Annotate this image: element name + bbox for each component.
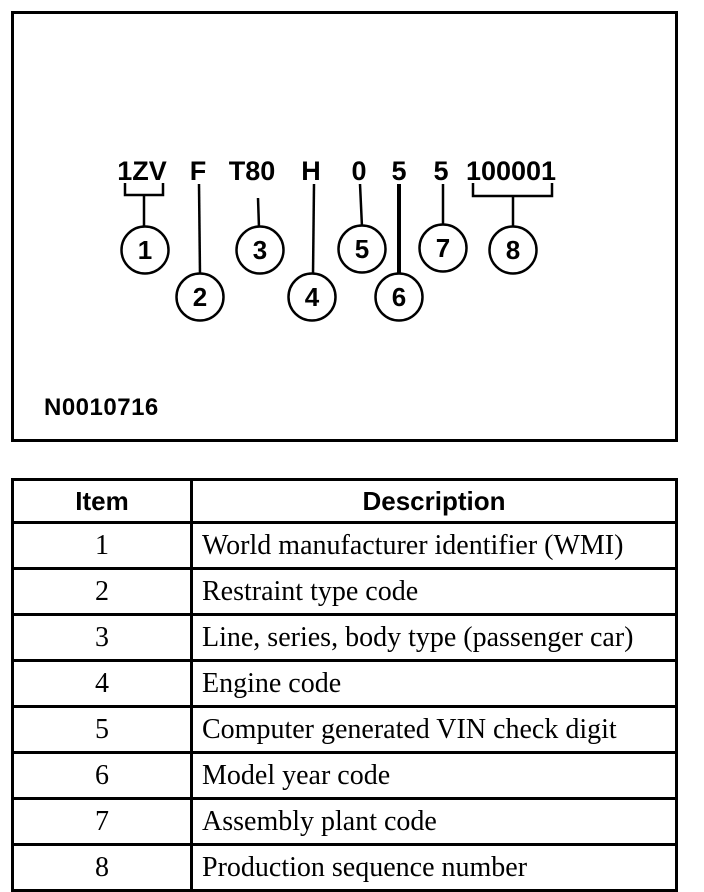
item-number: 3 <box>11 613 193 662</box>
column-header-description: Description <box>190 478 678 524</box>
vin-figure-frame <box>11 11 678 442</box>
callout-number-1: 1 <box>138 235 152 265</box>
table-row: 5 Computer generated VIN check digit <box>11 705 678 754</box>
item-number: 8 <box>11 843 193 892</box>
item-number: 4 <box>11 659 193 708</box>
callout-circle-1 <box>120 225 170 275</box>
callout-circle-8 <box>488 225 538 275</box>
vin-segment-wmi: 1ZV <box>117 156 167 186</box>
item-description: Computer generated VIN check digit <box>190 705 678 754</box>
callout-number-3: 3 <box>253 235 267 265</box>
vin-breakdown-diagram: 1ZV F T80 H 0 5 5 100001 1 2 3 4 5 6 <box>117 156 556 322</box>
connector-item-3 <box>256 197 261 229</box>
figure-reference-number: N0010716 <box>44 394 159 421</box>
item-number: 7 <box>11 797 193 846</box>
callout-number-2: 2 <box>193 282 207 312</box>
connector-item-2 <box>197 183 202 276</box>
callout-circle-4 <box>287 272 337 322</box>
table-row: 4 Engine code <box>11 659 678 708</box>
callout-circle-6 <box>374 272 424 322</box>
callout-number-7: 7 <box>436 233 450 263</box>
item-number: 2 <box>11 567 193 616</box>
item-description: World manufacturer identifier (WMI) <box>190 521 678 570</box>
table-row: 7 Assembly plant code <box>11 797 678 846</box>
item-description: Assembly plant code <box>190 797 678 846</box>
vin-segment-check-digit: 0 <box>351 156 366 186</box>
callout-number-5: 5 <box>355 234 369 264</box>
column-header-item: Item <box>11 478 193 524</box>
item-description: Line, series, body type (passenger car) <box>190 613 678 662</box>
table-row: 3 Line, series, body type (passenger car… <box>11 613 678 662</box>
connector-item-4 <box>311 183 316 276</box>
vin-segment-plant: 5 <box>433 156 448 186</box>
callout-circle-3 <box>235 225 285 275</box>
item-number: 6 <box>11 751 193 800</box>
vin-segment-restraint: F <box>190 156 207 186</box>
callout-number-6: 6 <box>392 282 406 312</box>
table-row: 2 Restraint type code <box>11 567 678 616</box>
table-row: 1 World manufacturer identifier (WMI) <box>11 521 678 570</box>
vin-item-description-table: Item Description 1 World manufacturer id… <box>11 478 678 892</box>
connector-item-5 <box>358 183 364 228</box>
table-row: 8 Production sequence number <box>11 843 678 892</box>
vin-segment-model-year: 5 <box>391 156 406 186</box>
callout-circle-7 <box>418 223 468 273</box>
callout-circle-5 <box>337 224 387 274</box>
item-description: Engine code <box>190 659 678 708</box>
callout-number-8: 8 <box>506 235 520 265</box>
table-header-row: Item Description <box>11 478 678 524</box>
vin-segment-body-type: T80 <box>229 156 276 186</box>
item-description: Model year code <box>190 751 678 800</box>
item-description: Restraint type code <box>190 567 678 616</box>
callout-circle-2 <box>175 272 225 322</box>
table-row: 6 Model year code <box>11 751 678 800</box>
item-description: Production sequence number <box>190 843 678 892</box>
item-number: 1 <box>11 521 193 570</box>
item-number: 5 <box>11 705 193 754</box>
vin-segment-engine: H <box>301 156 321 186</box>
callout-number-4: 4 <box>305 282 320 312</box>
vin-segment-sequence: 100001 <box>466 156 556 186</box>
